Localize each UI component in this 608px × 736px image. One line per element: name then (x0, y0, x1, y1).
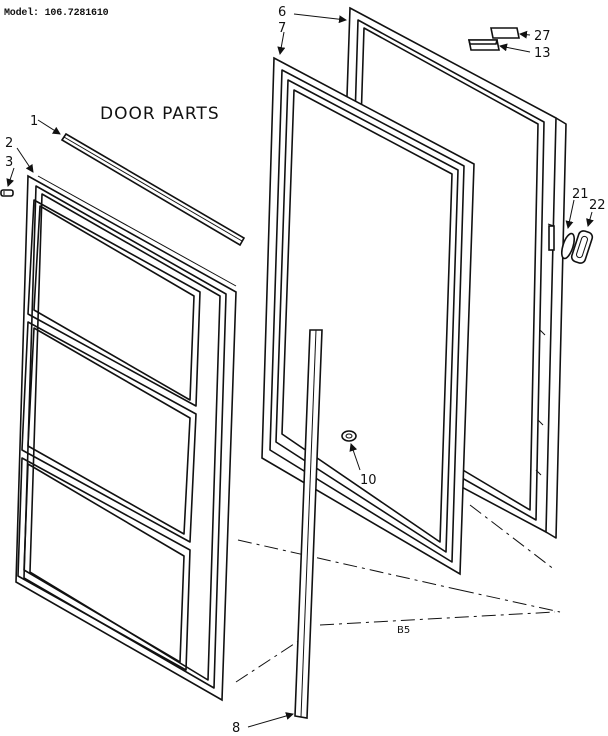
callout-27: 27 (534, 29, 551, 44)
callout-2: 2 (5, 136, 13, 151)
ring-part-21 (560, 232, 576, 260)
inner-door-liner (15, 174, 237, 702)
callout-1: 1 (30, 114, 38, 129)
callout-labels: 1 2 3 6 7 8 10 13 21 22 27 (5, 5, 606, 736)
handle-insert-part-22 (570, 230, 594, 264)
model-number-label: Model: 106.7281610 (4, 8, 109, 19)
screw-part-3 (0, 189, 14, 197)
leader-lines (6, 13, 594, 728)
clip-part-10 (341, 430, 357, 442)
pad-part-27 (490, 27, 520, 39)
door-strip-part-8 (294, 329, 323, 719)
alignment-lines (235, 504, 561, 683)
callout-3: 3 (5, 155, 13, 170)
callout-22: 22 (589, 198, 606, 213)
callout-13: 13 (534, 46, 551, 61)
callout-8: 8 (232, 721, 240, 736)
top-trim-strip (60, 132, 246, 247)
handle-slot (548, 225, 555, 251)
diagram-title: DOOR PARTS (100, 104, 220, 124)
pad-part-13 (467, 39, 500, 51)
callout-6: 6 (278, 5, 286, 20)
page-code: B5 (397, 625, 411, 636)
callout-10: 10 (360, 473, 377, 488)
callout-21: 21 (572, 187, 589, 202)
callout-7: 7 (278, 21, 286, 36)
